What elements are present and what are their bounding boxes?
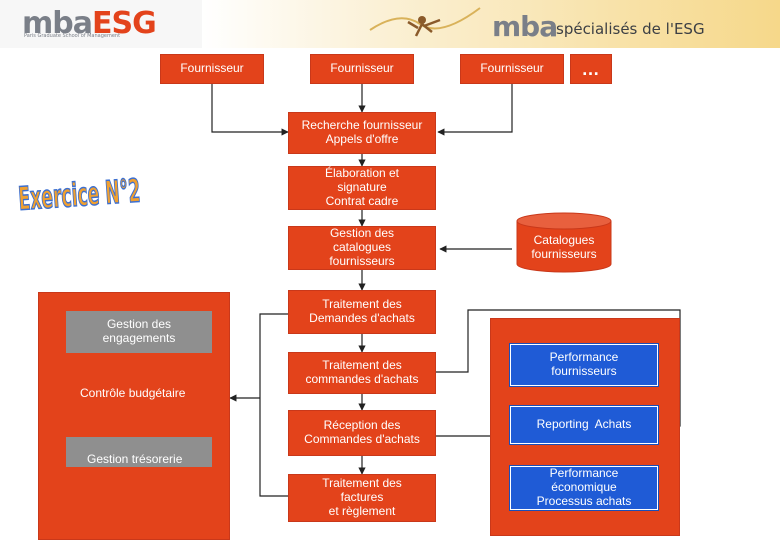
- banner-background: [202, 0, 780, 48]
- performance-fournisseurs-box: Performance fournisseurs: [509, 343, 659, 387]
- process-recherche-fournisseur: Recherche fournisseur Appels d'offre: [288, 112, 436, 154]
- logo-wordmark: mbaESG: [22, 6, 157, 41]
- exercise-title: Exercice N°2: [16, 171, 142, 219]
- performance-economique-box: Performance économique Processus achats: [509, 465, 659, 511]
- supplier-more-box: …: [570, 54, 612, 84]
- process-demandes-achats: Traitement des Demandes d'achats: [288, 290, 436, 334]
- catalogues-database-shape: [516, 212, 612, 273]
- process-gestion-catalogues: Gestion des catalogues fournisseurs: [288, 226, 436, 270]
- gestion-tresorerie-box: [66, 437, 212, 467]
- controle-budgetaire-label: Contrôle budgétaire: [80, 386, 186, 400]
- process-reception-commandes: Réception des Commandes d'achats: [288, 410, 436, 456]
- supplier-box-3: Fournisseur: [460, 54, 564, 84]
- supplier-box-2: Fournisseur: [310, 54, 414, 84]
- process-commandes-achats: Traitement des commandes d'achats: [288, 352, 436, 394]
- athlete-illustration: [369, 7, 481, 37]
- logo-subtitle: Paris Graduate School of Management: [24, 33, 121, 39]
- banner-tagline: spécialisés de l'ESG: [556, 20, 705, 38]
- gestion-tresorerie-label: Gestion trésorerie: [87, 452, 183, 466]
- exercise-title-text: Exercice N°2: [17, 171, 141, 217]
- supplier-box-1: Fournisseur: [160, 54, 264, 84]
- process-factures-reglement: Traitement des factures et règlement: [288, 474, 436, 522]
- process-contrat-cadre: Élaboration et signature Contrat cadre: [288, 166, 436, 210]
- gestion-engagements-box: Gestion des engagements: [66, 311, 212, 353]
- logo-mba-text: mba: [22, 6, 93, 41]
- logo-esg-text: ESG: [91, 6, 157, 41]
- reporting-achats-box: Reporting Achats: [509, 405, 659, 445]
- mba-esg-logo: [0, 0, 202, 48]
- banner-mba-logo: mba: [492, 10, 558, 43]
- catalogues-database-label: Catalogues fournisseurs: [531, 233, 597, 261]
